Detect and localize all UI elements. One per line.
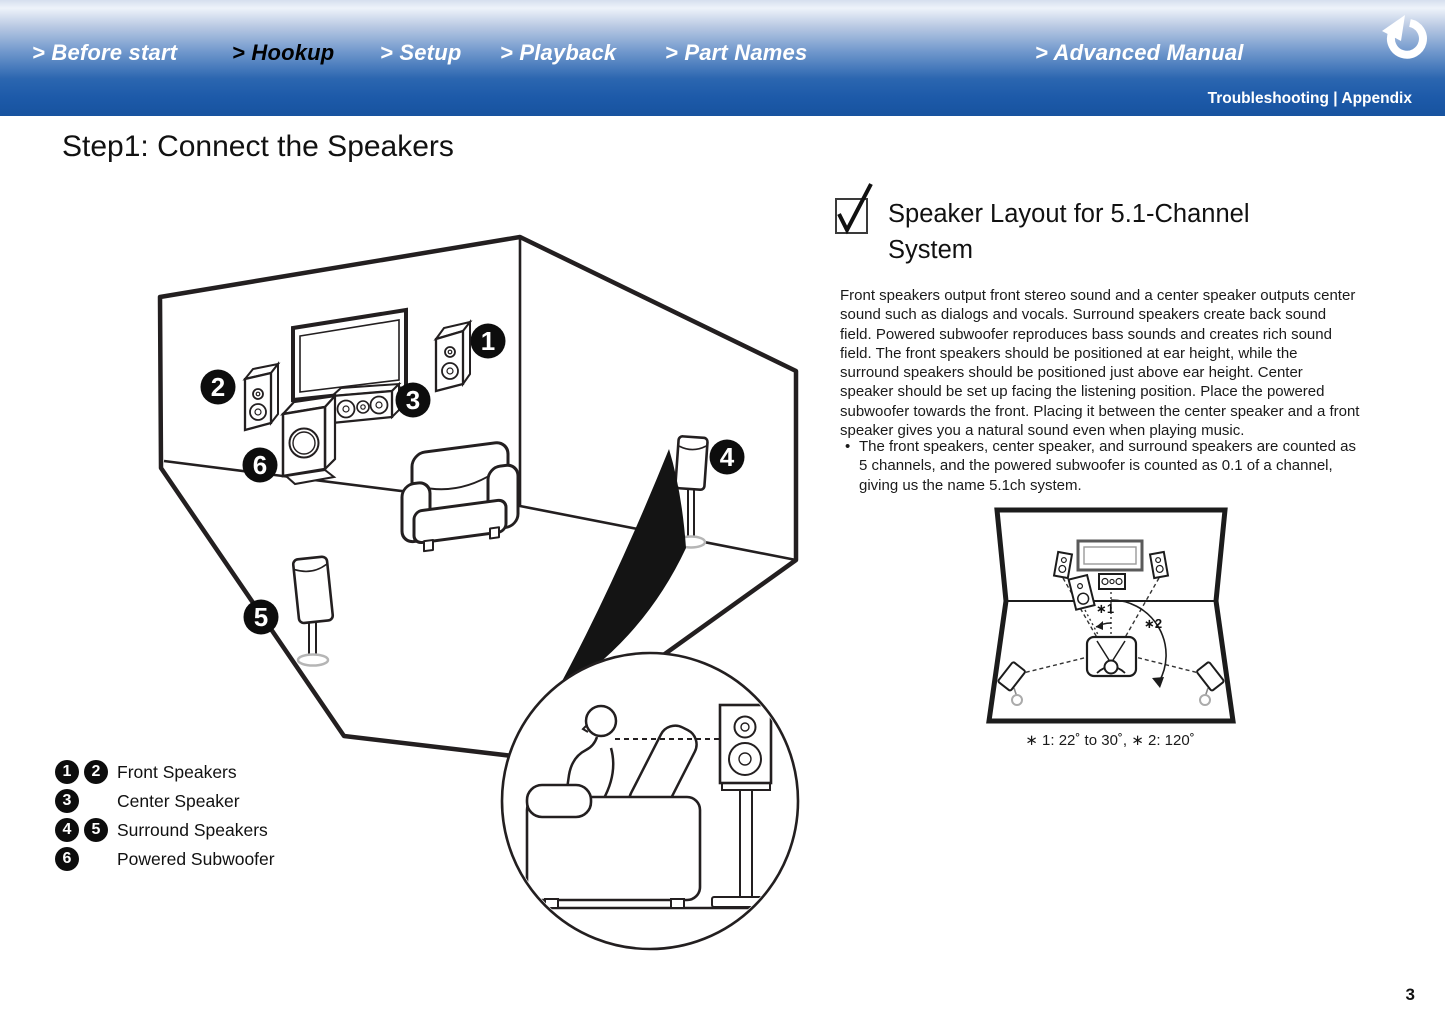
body-line: field. Powered subwoofer reproduces bass… bbox=[840, 325, 1332, 343]
section-body: Front speakers output front stereo sound… bbox=[840, 286, 1430, 440]
top-navigation-bar: > Before start > Hookup > Setup > Playba… bbox=[0, 0, 1445, 116]
surround-left-top bbox=[997, 661, 1026, 706]
body-line: sound such as dialogs and vocals. Surrou… bbox=[840, 306, 1327, 324]
front-right-speaker-top bbox=[1148, 550, 1170, 580]
back-arrow-icon[interactable] bbox=[1381, 12, 1431, 60]
center-speaker bbox=[329, 381, 402, 425]
legend-label: Surround Speakers bbox=[117, 819, 268, 840]
svg-text:4: 4 bbox=[720, 442, 735, 472]
nav-troubleshooting-appendix[interactable]: Troubleshooting | Appendix bbox=[1207, 90, 1412, 107]
front-right-speaker bbox=[433, 319, 473, 393]
armchair bbox=[400, 441, 520, 553]
checkmark-icon bbox=[837, 183, 873, 235]
legend-surround-speakers: 4 5 Surround Speakers bbox=[55, 818, 275, 842]
legend-center-speaker: 3 Center Speaker bbox=[55, 789, 275, 813]
ear-height-inset bbox=[504, 703, 796, 910]
layout-angle-diagram: ∗1 ∗2 bbox=[986, 507, 1236, 724]
body-line: surround speakers should be positioned j… bbox=[840, 364, 1303, 382]
legend-badge-4: 4 bbox=[55, 818, 79, 842]
tv bbox=[291, 307, 408, 403]
speaker-badge-6: 6 bbox=[242, 447, 278, 483]
listener-top bbox=[1085, 635, 1138, 678]
angle-label-1: ∗1 bbox=[1096, 601, 1114, 616]
angle-label-2: ∗2 bbox=[1144, 616, 1162, 631]
surround-left-speaker bbox=[291, 555, 335, 667]
bullet-line: giving us the name 5.1ch system. bbox=[859, 476, 1082, 494]
nav-advanced-manual[interactable]: > Advanced Manual bbox=[1035, 40, 1244, 65]
body-line: subwoofer towards the front. Placing it … bbox=[840, 402, 1360, 420]
magnifier-pointer bbox=[554, 449, 686, 696]
surround-right-top bbox=[1196, 661, 1225, 706]
tv-top-view bbox=[1076, 539, 1144, 572]
body-line: field. The front speakers should be posi… bbox=[840, 344, 1298, 362]
subwoofer-top bbox=[1067, 573, 1096, 611]
svg-text:2: 2 bbox=[211, 372, 225, 402]
speaker-badge-3: 3 bbox=[395, 382, 431, 418]
legend-label: Front Speakers bbox=[117, 761, 237, 782]
body-line: Front speakers output front stereo sound… bbox=[840, 287, 1356, 304]
legend-badge-5: 5 bbox=[84, 818, 108, 842]
body-line: speaker gives you a natural sound even w… bbox=[840, 422, 1245, 440]
layout-diagram-caption: ∗ 1: 22˚ to 30˚, ∗ 2: 120˚ bbox=[1025, 732, 1195, 749]
page-title: Step1: Connect the Speakers bbox=[62, 130, 454, 163]
section-heading: Speaker Layout for 5.1-Channel System bbox=[888, 196, 1368, 268]
page-number: 3 bbox=[1405, 985, 1415, 1004]
legend-badge-1: 1 bbox=[55, 760, 79, 784]
nav-hookup[interactable]: > Hookup bbox=[232, 40, 335, 65]
nav-before-start[interactable]: > Before start bbox=[32, 40, 178, 65]
speaker-badge-1: 1 bbox=[470, 323, 506, 359]
front-left-speaker-top bbox=[1052, 550, 1074, 580]
speaker-badge-5: 5 bbox=[243, 599, 279, 635]
legend-label: Center Speaker bbox=[117, 790, 240, 811]
bullet-line: The front speakers, center speaker, and … bbox=[843, 437, 1423, 457]
legend-badge-3: 3 bbox=[55, 789, 79, 813]
legend-powered-subwoofer: 6 Powered Subwoofer bbox=[55, 847, 275, 871]
legend-front-speakers: 1 2 Front Speakers bbox=[55, 760, 275, 784]
speaker-badge-4: 4 bbox=[709, 439, 745, 475]
legend-badge-6: 6 bbox=[55, 847, 79, 871]
sofa bbox=[525, 783, 702, 909]
nav-playback[interactable]: > Playback bbox=[500, 40, 617, 65]
svg-text:3: 3 bbox=[406, 385, 420, 415]
section-bullet-note: The front speakers, center speaker, and … bbox=[843, 437, 1423, 495]
speaker-legend: 1 2 Front Speakers 3 Center Speaker 4 5 … bbox=[55, 760, 275, 876]
powered-subwoofer bbox=[280, 393, 338, 486]
section-heading-line1: Speaker Layout for 5.1-Channel bbox=[888, 200, 1250, 228]
svg-text:1: 1 bbox=[481, 326, 495, 356]
nav-setup[interactable]: > Setup bbox=[380, 40, 462, 65]
svg-text:6: 6 bbox=[253, 450, 267, 480]
bullet-line: 5 channels, and the powered subwoofer is… bbox=[859, 457, 1333, 475]
nav-part-names[interactable]: > Part Names bbox=[665, 40, 808, 65]
speaker-badge-2: 2 bbox=[200, 369, 236, 405]
legend-label: Powered Subwoofer bbox=[117, 848, 275, 869]
legend-badge-2: 2 bbox=[84, 760, 108, 784]
section-heading-line2: System bbox=[888, 236, 974, 264]
center-speaker-top bbox=[1098, 573, 1126, 590]
front-left-speaker bbox=[242, 361, 281, 432]
svg-text:5: 5 bbox=[254, 602, 268, 632]
room-speaker-diagram: 1 2 3 4 5 6 bbox=[157, 234, 800, 951]
body-line: speaker should be set up facing the list… bbox=[840, 383, 1325, 401]
